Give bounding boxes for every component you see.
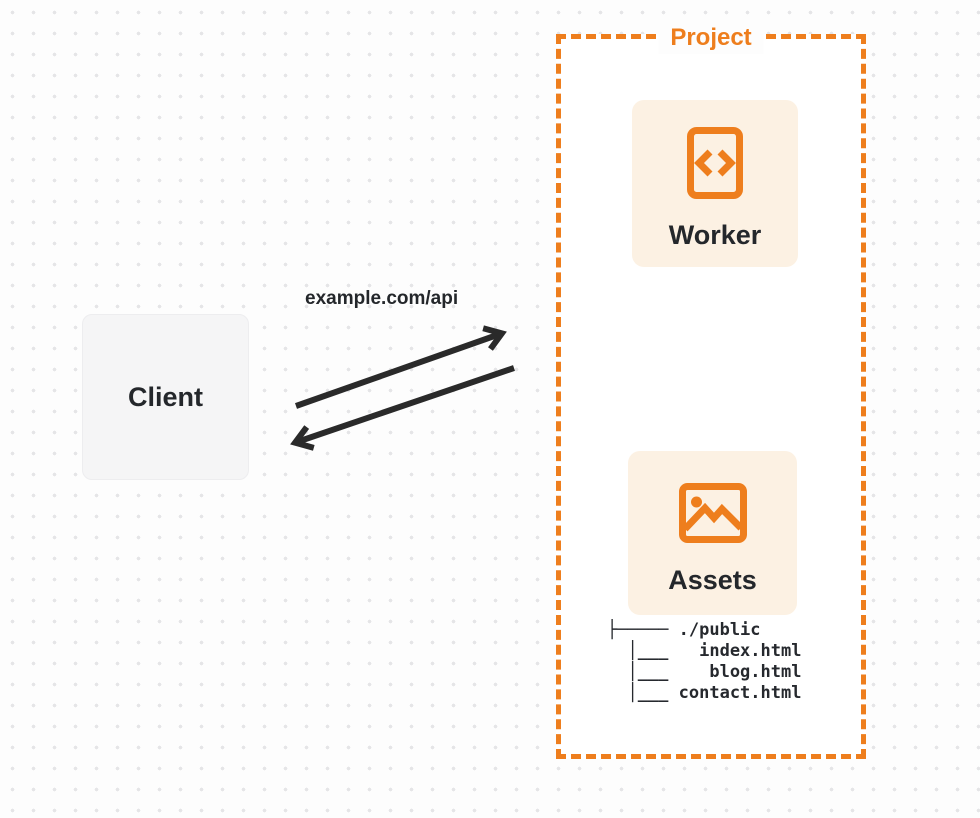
file-tree: ├───── ./public │___ index.html │___ blo… <box>607 620 801 704</box>
client-label: Client <box>127 382 203 412</box>
assets-node: Assets <box>628 451 797 615</box>
tree-line-file: │___ blog.html <box>607 662 802 682</box>
assets-label: Assets <box>668 565 757 595</box>
request-url-label: example.com/api <box>305 288 459 309</box>
worker-label: Worker <box>668 220 762 250</box>
client-node: Client <box>82 314 249 480</box>
image-icon <box>678 483 747 543</box>
tree-line-file: │___ index.html <box>607 641 802 661</box>
tree-line-root: ├───── ./public <box>607 620 761 640</box>
response-arrow <box>290 365 515 451</box>
worker-node: Worker <box>632 100 798 267</box>
project-boundary: Project Worker Assets ├───── ./public │_… <box>556 22 866 759</box>
tree-line-file: │___ contact.html <box>607 683 802 703</box>
request-arrow <box>295 325 507 409</box>
project-label: Project <box>658 22 764 54</box>
code-file-icon <box>687 127 743 199</box>
